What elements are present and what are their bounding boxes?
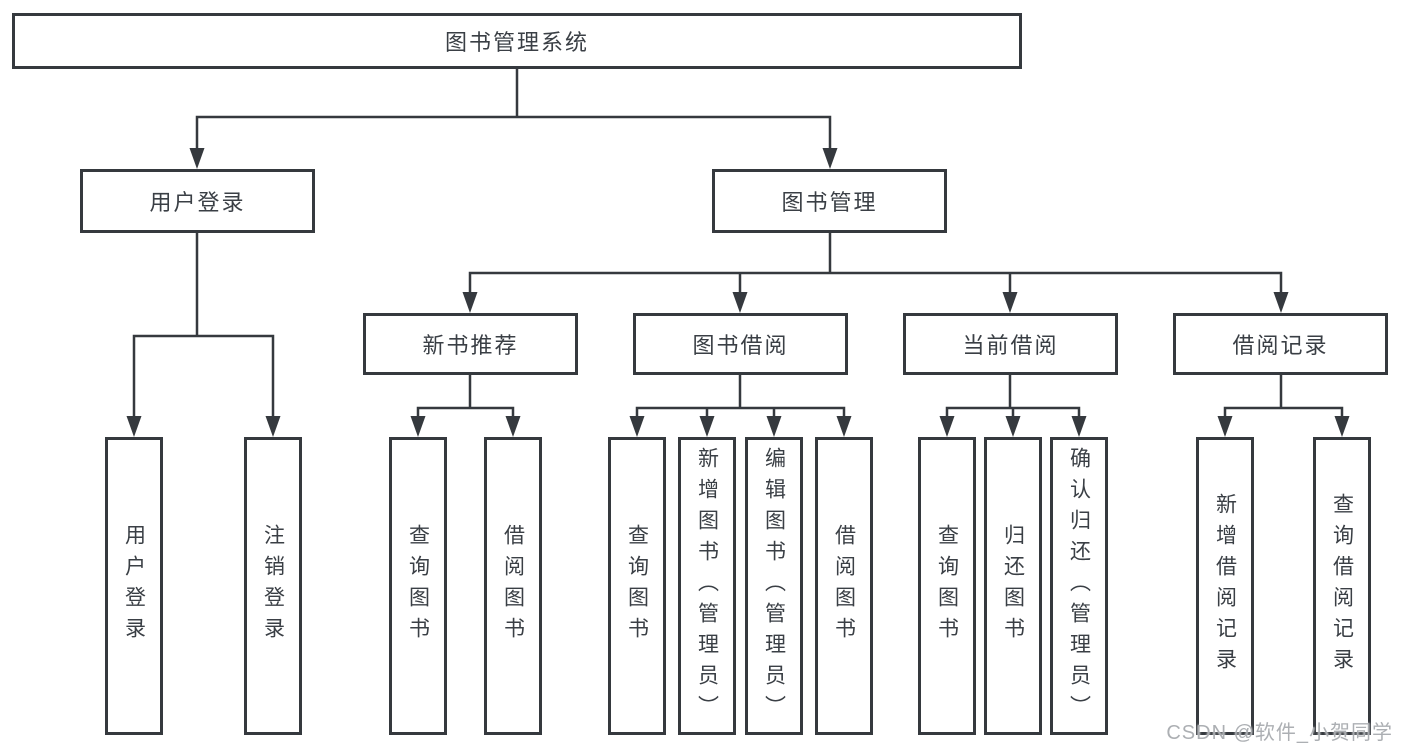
node-leaf-current-query-books: 查询图书: [918, 437, 976, 735]
node-leaf-recommend-borrow-books: 借阅图书: [484, 437, 542, 735]
node-label: 借阅记录: [1232, 333, 1329, 358]
node-leaf-records-add-record: 新增借阅记录: [1196, 437, 1254, 735]
node-label: 用户登录: [122, 524, 146, 648]
node-label: 借阅图书: [832, 524, 856, 648]
node-module-book-borrowing: 图书借阅: [633, 313, 848, 375]
node-label: 图书借阅: [692, 333, 789, 358]
node-label: 归还图书: [1001, 524, 1025, 648]
node-label: 查询图书: [625, 524, 649, 648]
node-label: 新书推荐: [422, 333, 519, 358]
node-label: 图书管理系统: [444, 30, 589, 55]
node-label: 借阅图书: [501, 524, 525, 648]
node-label: 查询图书: [406, 524, 430, 648]
node-leaf-recommend-query-books: 查询图书: [389, 437, 447, 735]
node-label: 新增借阅记录: [1213, 493, 1237, 679]
node-label: 查询图书: [935, 524, 959, 648]
node-leaf-logout: 注销登录: [244, 437, 302, 735]
node-label: 新增图书（管理员）: [695, 446, 719, 726]
node-module-borrowing-records: 借阅记录: [1173, 313, 1388, 375]
node-module-current-borrowing: 当前借阅: [903, 313, 1118, 375]
node-label: 用户登录: [149, 190, 246, 215]
node-system-root: 图书管理系统: [12, 13, 1022, 69]
node-branch-user-login: 用户登录: [80, 169, 315, 233]
node-leaf-borrowing-query-books: 查询图书: [608, 437, 666, 735]
node-label: 注销登录: [261, 524, 285, 648]
csdn-watermark: CSDN @软件_小贺同学: [1166, 722, 1393, 744]
node-leaf-user-login: 用户登录: [105, 437, 163, 735]
node-leaf-borrowing-edit-books-admin: 编辑图书（管理员）: [745, 437, 803, 735]
node-label: 确认归还（管理员）: [1067, 446, 1091, 726]
node-leaf-current-return-books: 归还图书: [984, 437, 1042, 735]
node-label: 编辑图书（管理员）: [762, 446, 786, 726]
node-leaf-records-query-record: 查询借阅记录: [1313, 437, 1371, 735]
node-module-new-book-recommend: 新书推荐: [363, 313, 578, 375]
node-label: 查询借阅记录: [1330, 493, 1354, 679]
node-leaf-current-confirm-return-admin: 确认归还（管理员）: [1050, 437, 1108, 735]
node-label: 图书管理: [781, 190, 878, 215]
node-branch-book-management: 图书管理: [712, 169, 947, 233]
node-leaf-borrowing-add-books-admin: 新增图书（管理员）: [678, 437, 736, 735]
node-label: 当前借阅: [962, 333, 1059, 358]
node-leaf-borrowing-borrow-books: 借阅图书: [815, 437, 873, 735]
